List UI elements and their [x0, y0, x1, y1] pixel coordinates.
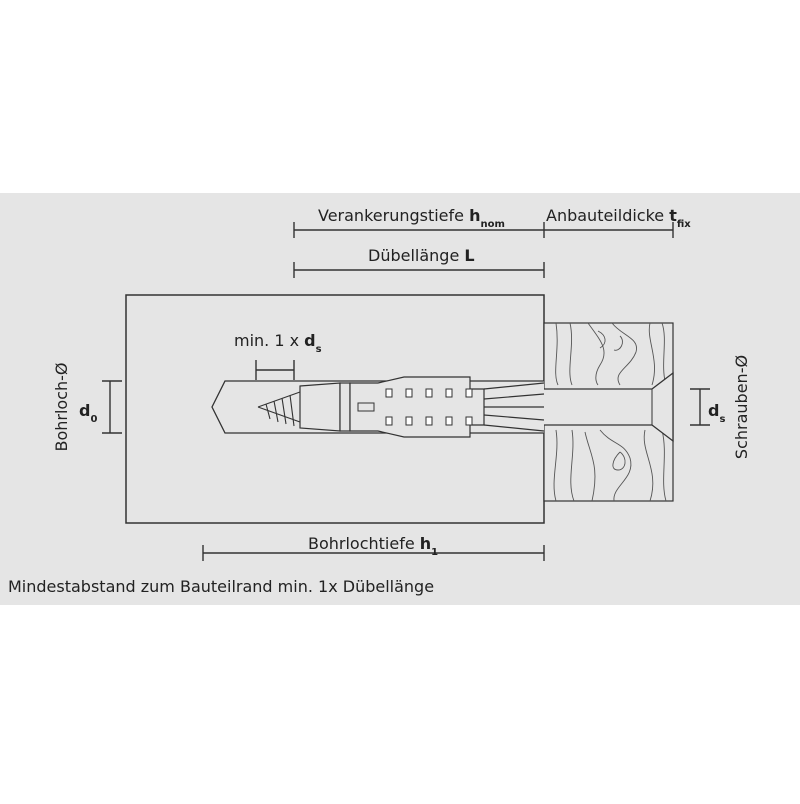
screw-hole-fixture — [544, 371, 674, 443]
hole-diameter-label: Bohrloch-Ø — [52, 362, 71, 451]
dowel-slots — [357, 388, 473, 426]
dimension-lines — [102, 222, 710, 561]
anchorage-depth-label: Verankerungstiefe hnom — [318, 206, 505, 230]
fixture-thickness-label: Anbauteildicke tfix — [546, 206, 691, 230]
screw-diameter-label: Schrauben-Ø — [732, 355, 751, 459]
screw-diameter-symbol: ds — [708, 401, 725, 425]
drill-depth-label: Bohrlochtiefe h1 — [308, 534, 438, 558]
plug-length-label: Dübellänge L — [368, 246, 475, 265]
screw-tip — [257, 391, 301, 427]
edge-distance-note: Mindestabstand zum Bauteilrand min. 1x D… — [8, 577, 434, 596]
min-screw-label: min. 1 x ds — [234, 331, 322, 355]
hole-diameter-symbol: d0 — [79, 401, 97, 425]
